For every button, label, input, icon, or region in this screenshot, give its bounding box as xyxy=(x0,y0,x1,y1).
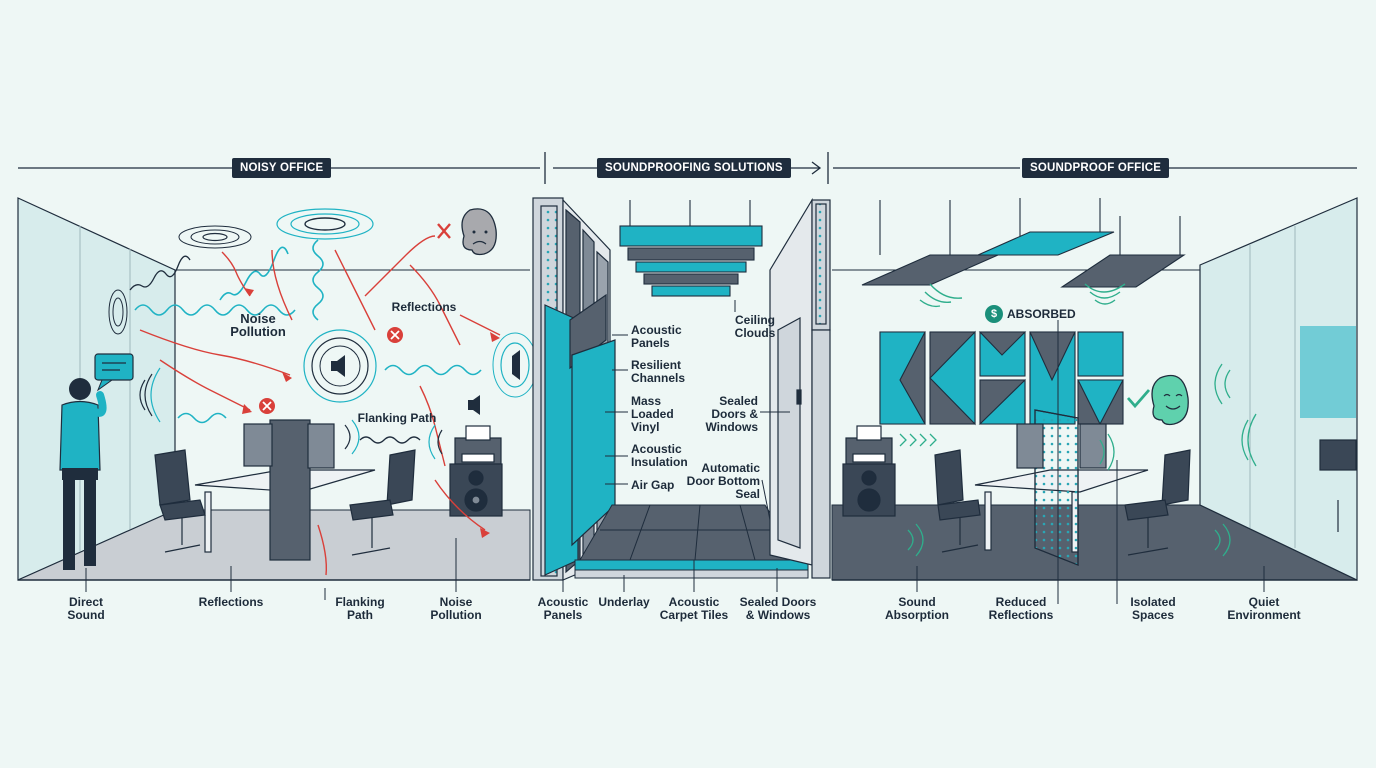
sealed-door xyxy=(769,197,831,579)
speaker-icon xyxy=(303,329,480,415)
unhappy-ear-icon xyxy=(437,208,497,256)
red-arrowheads xyxy=(242,288,500,538)
label-ceiling-clouds: Ceiling Clouds xyxy=(734,313,776,340)
label-acoustic-insulation: Acoustic Insulation xyxy=(631,442,688,469)
label-flanking-path: Flanking Path xyxy=(357,411,437,425)
bottom-label-reflections: Reflections xyxy=(198,595,264,609)
noisy-side-arcs xyxy=(139,367,443,460)
absorbed-badge: $ ABSORBED xyxy=(985,305,1076,323)
label-air-gap: Air Gap xyxy=(631,478,675,492)
dollar-coin-icon: $ xyxy=(985,305,1003,323)
absorbed-label: ABSORBED xyxy=(1007,307,1076,321)
bottom-label-reduced-reflections: Reduced Reflections xyxy=(988,595,1054,622)
solution-wall-cutaway xyxy=(532,197,616,581)
header-soundproof-office: SOUNDPROOF OFFICE xyxy=(1022,158,1170,178)
solution-floor xyxy=(574,504,809,579)
label-acoustic-panels: Acoustic Panels xyxy=(631,323,682,350)
person-on-phone xyxy=(59,353,134,570)
bottom-label-direct-sound: Direct Sound xyxy=(67,595,105,622)
bottom-label-flanking-path: Flanking Path xyxy=(335,595,385,622)
label-reflections: Reflections xyxy=(391,300,457,314)
ceiling-ripples xyxy=(108,208,374,335)
bottom-label-isolated-spaces: Isolated Spaces xyxy=(1130,595,1176,622)
bottom-label-quiet-environment: Quiet Environment xyxy=(1227,595,1301,622)
bottom-label-underlay: Underlay xyxy=(598,595,650,609)
bottom-label-acoustic-carpet-tiles: Acoustic Carpet Tiles xyxy=(659,595,729,622)
acoustic-wall-panels xyxy=(879,330,1124,426)
noisy-desks xyxy=(154,419,416,561)
bottom-label-sealed-doors: Sealed Doors & Windows xyxy=(739,595,817,622)
soundproof-desks xyxy=(842,409,1357,566)
ceiling-cloud-stack xyxy=(619,200,763,297)
happy-ear-icon xyxy=(1126,374,1189,426)
label-noise-pollution: Noise Pollution xyxy=(230,311,286,339)
wall-speaker-icon xyxy=(492,332,538,398)
teal-sound-waves xyxy=(134,239,482,424)
red-reflection-arrows xyxy=(139,235,501,576)
dark-sound-waves xyxy=(129,255,421,444)
label-door-bottom-seal: Automatic Door Bottom Seal xyxy=(686,461,760,501)
solution-leader-lines xyxy=(605,300,790,521)
bottom-label-sound-absorption: Sound Absorption xyxy=(885,595,949,622)
blocked-x-icons xyxy=(259,327,403,414)
bottom-leader-lines xyxy=(85,320,1265,604)
quiet-chevron-arcs xyxy=(899,363,1257,557)
header-soundproofing-solutions: SOUNDPROOFING SOLUTIONS xyxy=(597,158,791,178)
absorbing-arcs xyxy=(919,283,1126,308)
header-lines xyxy=(18,152,1357,184)
soundproof-room xyxy=(831,197,1358,581)
bottom-label-noise-pollution: Noise Pollution xyxy=(430,595,482,622)
printer-speaker xyxy=(449,425,503,517)
label-mass-loaded-vinyl: Mass Loaded Vinyl xyxy=(631,394,674,434)
header-noisy-office: NOISY OFFICE xyxy=(232,158,332,178)
label-sealed-doors: Sealed Doors & Windows xyxy=(705,394,758,434)
soundproof-ceiling-clouds xyxy=(861,198,1186,288)
label-resilient-channels: Resilient Channels xyxy=(631,358,686,385)
bottom-label-acoustic-panels: Acoustic Panels xyxy=(537,595,589,622)
